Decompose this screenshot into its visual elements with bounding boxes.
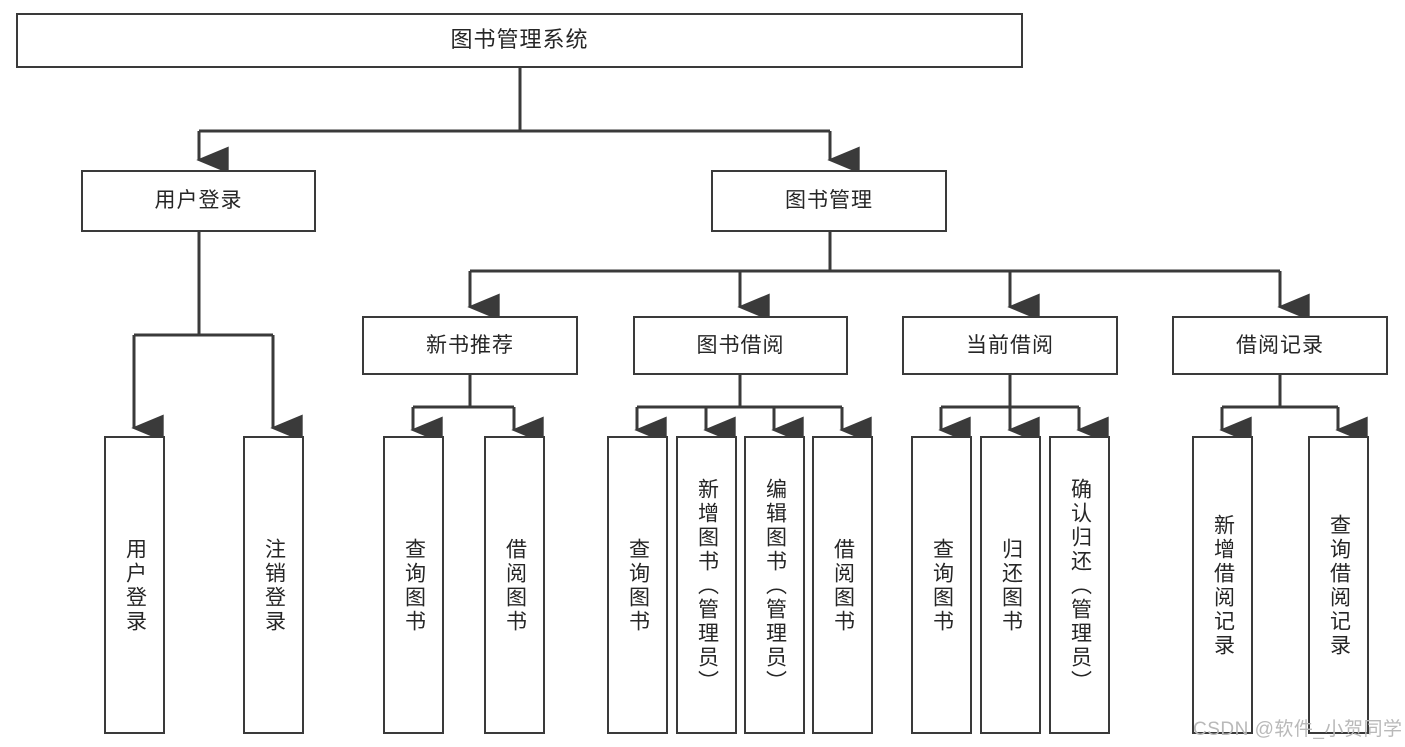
leaf-logout[interactable]: 注销登录: [243, 436, 304, 734]
node-label: 确认归还（管理员）: [1068, 478, 1092, 694]
node-label: 归还图书: [999, 538, 1023, 634]
node-current-borrow[interactable]: 当前借阅: [902, 316, 1118, 375]
node-label: 借阅图书: [503, 538, 527, 634]
node-label: 图书管理: [785, 189, 873, 213]
node-label: 查询借阅记录: [1327, 514, 1351, 658]
node-new-book-recommend[interactable]: 新书推荐: [362, 316, 578, 375]
node-book-management[interactable]: 图书管理: [711, 170, 947, 232]
node-label: 注销登录: [262, 538, 286, 634]
leaf-new-book-query-book[interactable]: 查询图书: [383, 436, 444, 734]
node-label: 查询图书: [930, 538, 954, 634]
leaf-new-book-borrow-book[interactable]: 借阅图书: [484, 436, 545, 734]
leaf-current-query-book[interactable]: 查询图书: [911, 436, 972, 734]
leaf-borrow-add-book-admin[interactable]: 新增图书（管理员）: [676, 436, 737, 734]
node-label: 当前借阅: [966, 333, 1054, 357]
node-label: 编辑图书（管理员）: [763, 478, 787, 694]
leaf-current-return-book[interactable]: 归还图书: [980, 436, 1041, 734]
node-book-borrow[interactable]: 图书借阅: [633, 316, 848, 375]
node-label: 图书管理系统: [450, 27, 589, 53]
node-root-book-management-system[interactable]: 图书管理系统: [16, 13, 1023, 68]
node-label: 图书借阅: [696, 333, 785, 357]
node-label: 新增图书（管理员）: [695, 478, 719, 694]
node-label: 用户登录: [154, 189, 243, 213]
csdn-watermark: CSDN @软件_小贺同学: [1193, 719, 1403, 740]
node-user-login[interactable]: 用户登录: [81, 170, 316, 232]
leaf-borrow-query-book[interactable]: 查询图书: [607, 436, 668, 734]
node-label: 借阅图书: [831, 538, 855, 634]
leaf-records-query-record[interactable]: 查询借阅记录: [1308, 436, 1369, 734]
node-label: 新书推荐: [426, 333, 514, 357]
node-label: 新增借阅记录: [1211, 514, 1235, 658]
node-label: 借阅记录: [1236, 333, 1324, 357]
node-label: 查询图书: [626, 538, 650, 634]
leaf-current-confirm-return-admin[interactable]: 确认归还（管理员）: [1049, 436, 1110, 734]
node-label: 用户登录: [123, 538, 147, 634]
leaf-user-login[interactable]: 用户登录: [104, 436, 165, 734]
leaf-borrow-borrow-book[interactable]: 借阅图书: [812, 436, 873, 734]
leaf-borrow-edit-book-admin[interactable]: 编辑图书（管理员）: [744, 436, 805, 734]
node-label: 查询图书: [402, 538, 426, 634]
node-borrow-records[interactable]: 借阅记录: [1172, 316, 1388, 375]
leaf-records-add-record[interactable]: 新增借阅记录: [1192, 436, 1253, 734]
